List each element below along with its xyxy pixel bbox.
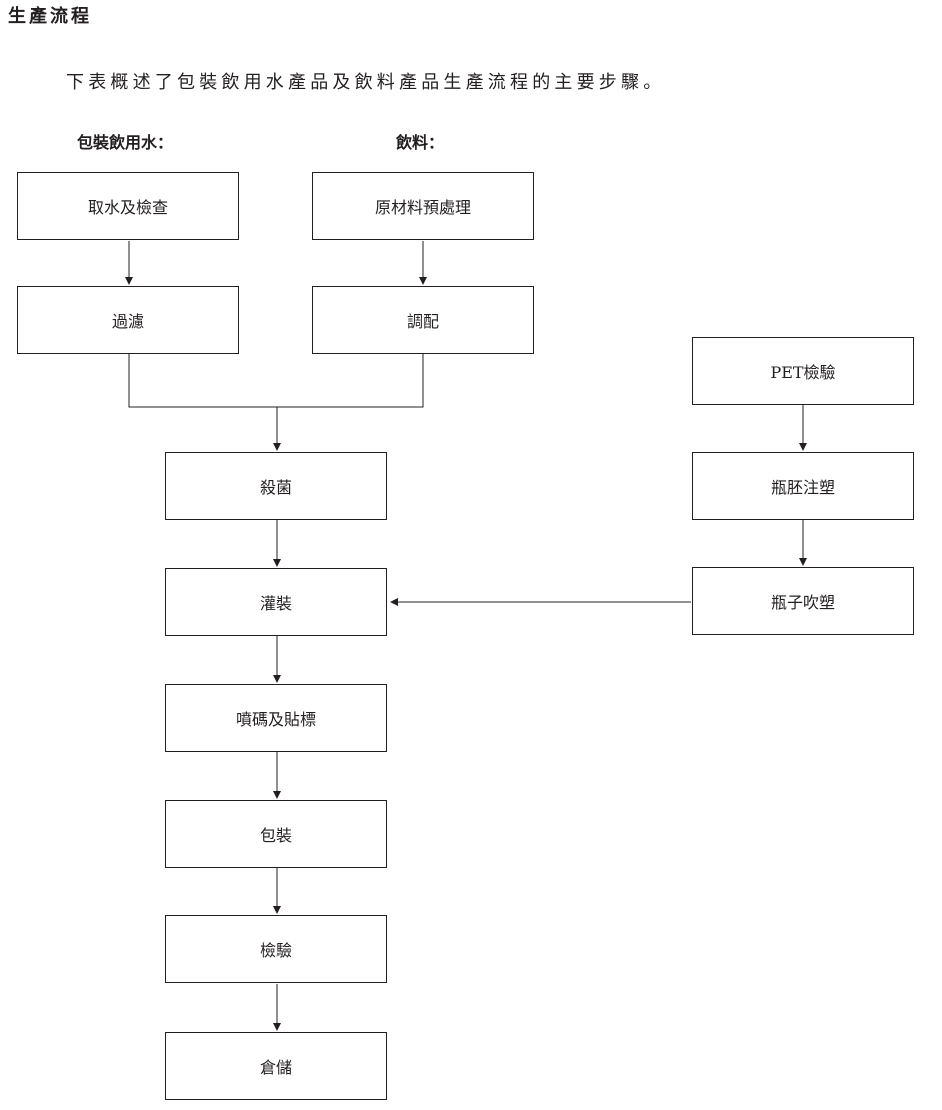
step-label: 殺菌 <box>259 478 292 497</box>
step-label: PET檢驗 <box>770 363 836 382</box>
step-filling: 灌裝 <box>165 568 387 636</box>
step-label: 調配 <box>406 312 439 331</box>
step-label: 灌裝 <box>259 594 292 613</box>
step-raw-material-pretreatment: 原材料預處理 <box>312 172 534 240</box>
step-label: 倉儲 <box>259 1058 292 1077</box>
step-label: 瓶子吹塑 <box>770 593 835 612</box>
step-packaging: 包裝 <box>165 800 387 868</box>
intro-text: 下表概述了包裝飲用水產品及飲料產品生產流程的主要步驟。 <box>66 72 666 93</box>
merge-line <box>128 354 424 408</box>
step-warehousing: 倉儲 <box>165 1032 387 1100</box>
step-label: 噴碼及貼標 <box>235 710 316 729</box>
step-filtration: 過濾 <box>17 286 239 354</box>
step-preform-injection: 瓶胚注塑 <box>692 452 914 520</box>
step-water-intake: 取水及檢查 <box>17 172 239 240</box>
water-column-heading: 包裝飲用水： <box>77 133 174 152</box>
step-inspection: 檢驗 <box>165 915 387 983</box>
step-label: 原材料預處理 <box>374 198 471 217</box>
step-bottle-blowing: 瓶子吹塑 <box>692 567 914 635</box>
section-heading: 生產流程 <box>8 6 92 27</box>
beverage-column-heading: 飲料： <box>396 133 445 152</box>
step-coding-labeling: 噴碼及貼標 <box>165 684 387 752</box>
step-label: 檢驗 <box>259 941 292 960</box>
step-label: 取水及檢查 <box>87 198 168 217</box>
step-blending: 調配 <box>312 286 534 354</box>
step-label: 瓶胚注塑 <box>770 478 835 497</box>
step-label: 過濾 <box>111 312 144 331</box>
step-label: 包裝 <box>259 826 292 845</box>
step-sterilization: 殺菌 <box>165 452 387 520</box>
step-pet-inspection: PET檢驗 <box>692 337 914 405</box>
